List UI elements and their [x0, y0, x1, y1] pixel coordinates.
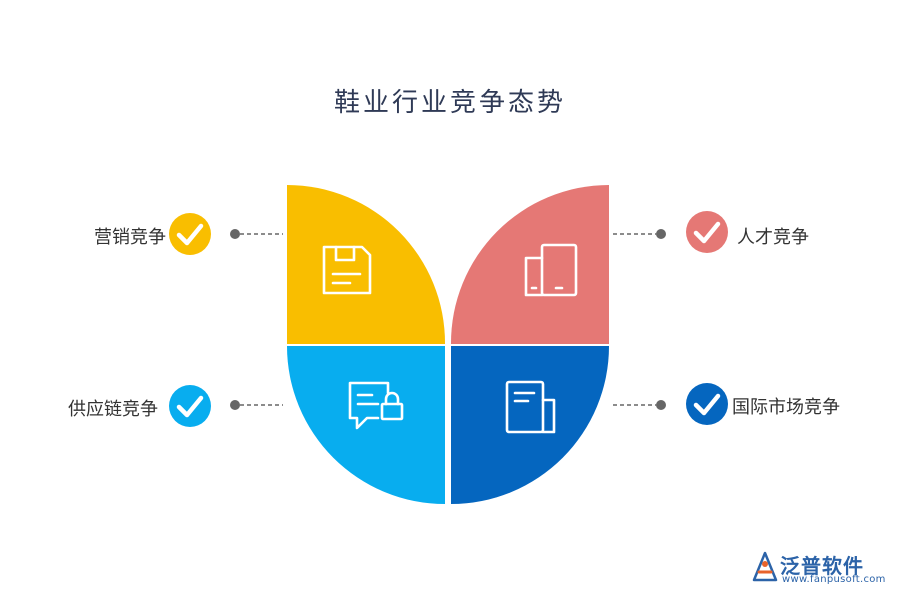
connector-talent	[613, 229, 666, 239]
label-international: 国际市场竞争	[732, 397, 840, 418]
brand-logo: 泛普软件 www.fanpusoft.com	[750, 548, 890, 588]
check-icon	[169, 385, 211, 427]
document-icon	[505, 380, 556, 434]
chat-lock-icon	[348, 381, 404, 430]
label-talent: 人才竞争	[737, 227, 809, 248]
check-icon	[686, 383, 728, 425]
check-icon	[686, 211, 728, 253]
check-icon	[169, 213, 211, 255]
label-supply-chain: 供应链竞争	[68, 399, 158, 420]
page-title: 鞋业行业竞争态势	[333, 88, 566, 118]
petal-supply-chain	[287, 346, 445, 504]
save-icon	[322, 245, 372, 295]
tablet-icon	[524, 243, 578, 297]
petal-talent	[450, 185, 609, 344]
connector-international	[613, 400, 666, 410]
connector-marketing	[230, 229, 283, 239]
connector-supply-chain	[230, 400, 283, 410]
label-marketing: 营销竞争	[94, 227, 166, 248]
brand-url: www.fanpusoft.com	[782, 574, 886, 585]
brand-name: 泛普软件	[780, 554, 864, 578]
brand-logo-icon	[752, 551, 778, 582]
petal-marketing	[287, 184, 446, 344]
petal-international	[451, 346, 609, 504]
